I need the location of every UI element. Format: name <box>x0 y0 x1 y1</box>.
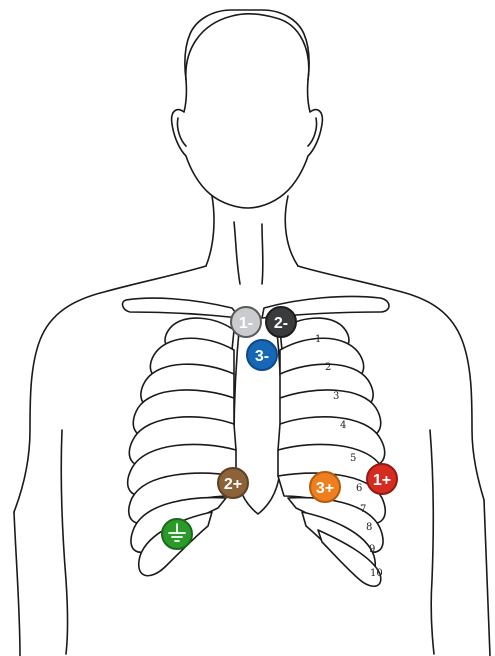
neck-left <box>206 196 214 266</box>
electrode-lead2-neg[interactable]: 2- <box>266 307 296 337</box>
neck-tendon-right <box>262 224 263 284</box>
rib-number-4: 4 <box>340 420 346 431</box>
electrode-label: 3- <box>255 348 269 365</box>
electrode-label: 1+ <box>373 472 391 489</box>
right-arm-inner <box>430 430 434 654</box>
rib-number-8: 8 <box>366 522 372 533</box>
left-arm-inner <box>61 430 67 654</box>
rib-number-3: 3 <box>333 391 339 402</box>
electrode-ground[interactable] <box>162 519 192 549</box>
electrode-label: 2- <box>274 315 288 332</box>
electrode-label: 3+ <box>316 480 334 497</box>
electrode-lead1-neg[interactable]: 1- <box>231 307 261 337</box>
electrode-lead3-pos[interactable]: 3+ <box>310 472 340 502</box>
left-body-lower <box>14 512 20 656</box>
rib-number-6: 6 <box>356 483 362 494</box>
electrode-lead1-pos[interactable]: 1+ <box>367 464 397 494</box>
head-outline <box>172 10 323 208</box>
neck-right <box>285 196 298 266</box>
rib-number-2: 2 <box>325 362 331 373</box>
right-ear <box>308 118 317 146</box>
hair-outline <box>186 14 309 80</box>
rib-number-1: 1 <box>315 334 321 345</box>
right-body-lower <box>484 500 490 656</box>
rib-number-5: 5 <box>350 453 356 464</box>
rib-number-9: 9 <box>369 544 375 555</box>
electrode-label: 1- <box>239 315 253 332</box>
left-clavicle <box>123 298 240 318</box>
rib-number-10: 10 <box>370 568 383 579</box>
left-ear <box>177 118 186 146</box>
rib-number-7: 7 <box>360 504 366 515</box>
neck-tendon-left <box>234 222 240 284</box>
electrode-lead2-pos[interactable]: 2+ <box>218 468 248 498</box>
electrode-label: 2+ <box>224 476 242 493</box>
electrode-lead3-neg[interactable]: 3- <box>247 340 277 370</box>
